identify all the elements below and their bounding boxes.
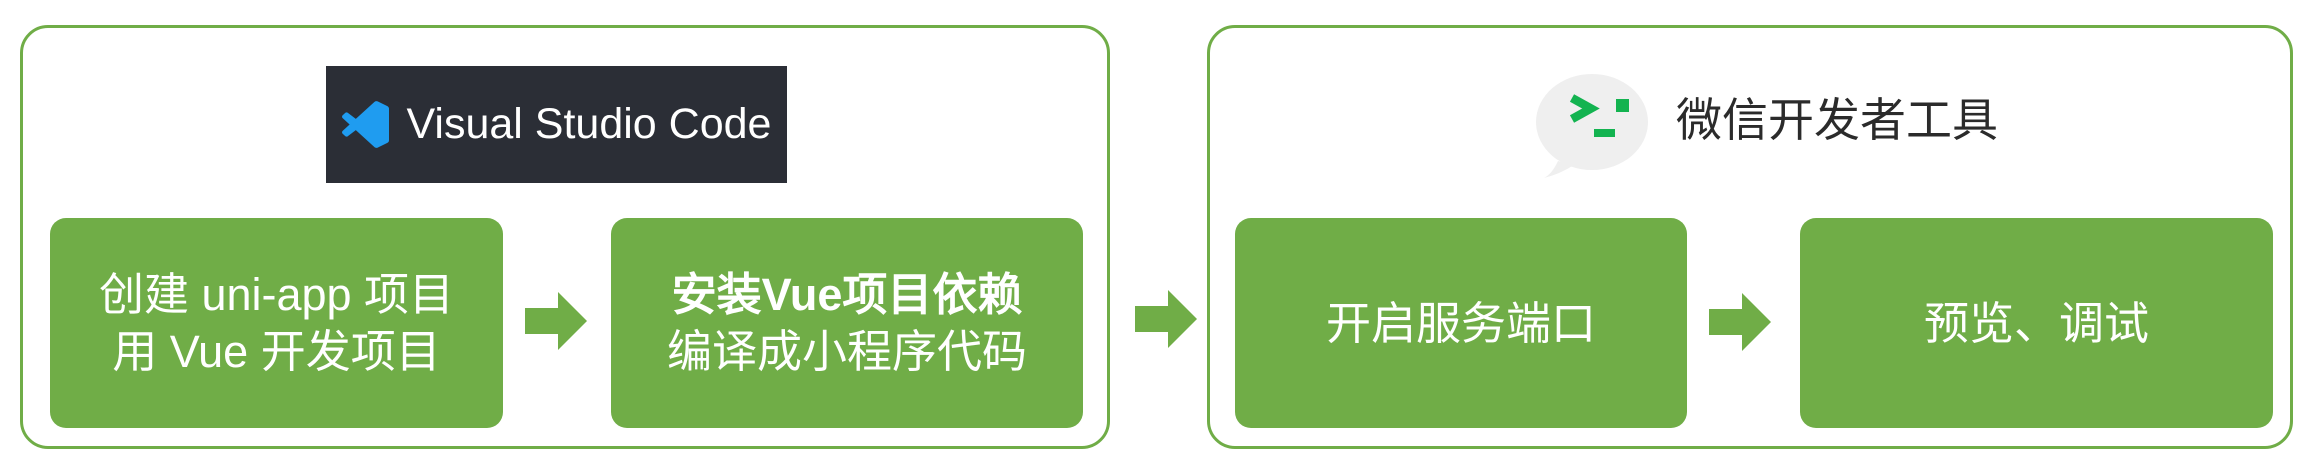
vscode-header: Visual Studio Code	[326, 66, 787, 183]
vscode-panel: Visual Studio Code 创建 uni-app 项目 用 Vue 开…	[20, 25, 1110, 449]
step-line: 用 Vue 开发项目	[112, 326, 441, 377]
step-line: 安装Vue项目依赖	[671, 269, 1023, 320]
step-line: 编译成小程序代码	[666, 326, 1027, 377]
step-line: 创建 uni-app 项目	[98, 269, 455, 320]
arrow-right-icon	[525, 292, 587, 350]
step-create-uniapp-project: 创建 uni-app 项目 用 Vue 开发项目	[50, 218, 503, 428]
arrow-right-icon	[1709, 293, 1771, 351]
arrow-right-icon	[1135, 290, 1197, 348]
vscode-title: Visual Studio Code	[406, 100, 772, 148]
wechat-devtools-logo-icon	[1536, 74, 1648, 178]
step-install-vue-deps: 安装Vue项目依赖 编译成小程序代码	[611, 218, 1083, 428]
step-preview-debug: 预览、调试	[1800, 218, 2273, 428]
step-line: 开启服务端口	[1325, 297, 1596, 349]
wechat-devtools-panel: 微信开发者工具 开启服务端口 预览、调试	[1207, 25, 2293, 449]
step-line: 预览、调试	[1923, 297, 2149, 349]
vscode-logo-icon	[341, 101, 389, 148]
wechat-devtools-title: 微信开发者工具	[1676, 94, 1998, 146]
step-open-service-port: 开启服务端口	[1235, 218, 1687, 428]
